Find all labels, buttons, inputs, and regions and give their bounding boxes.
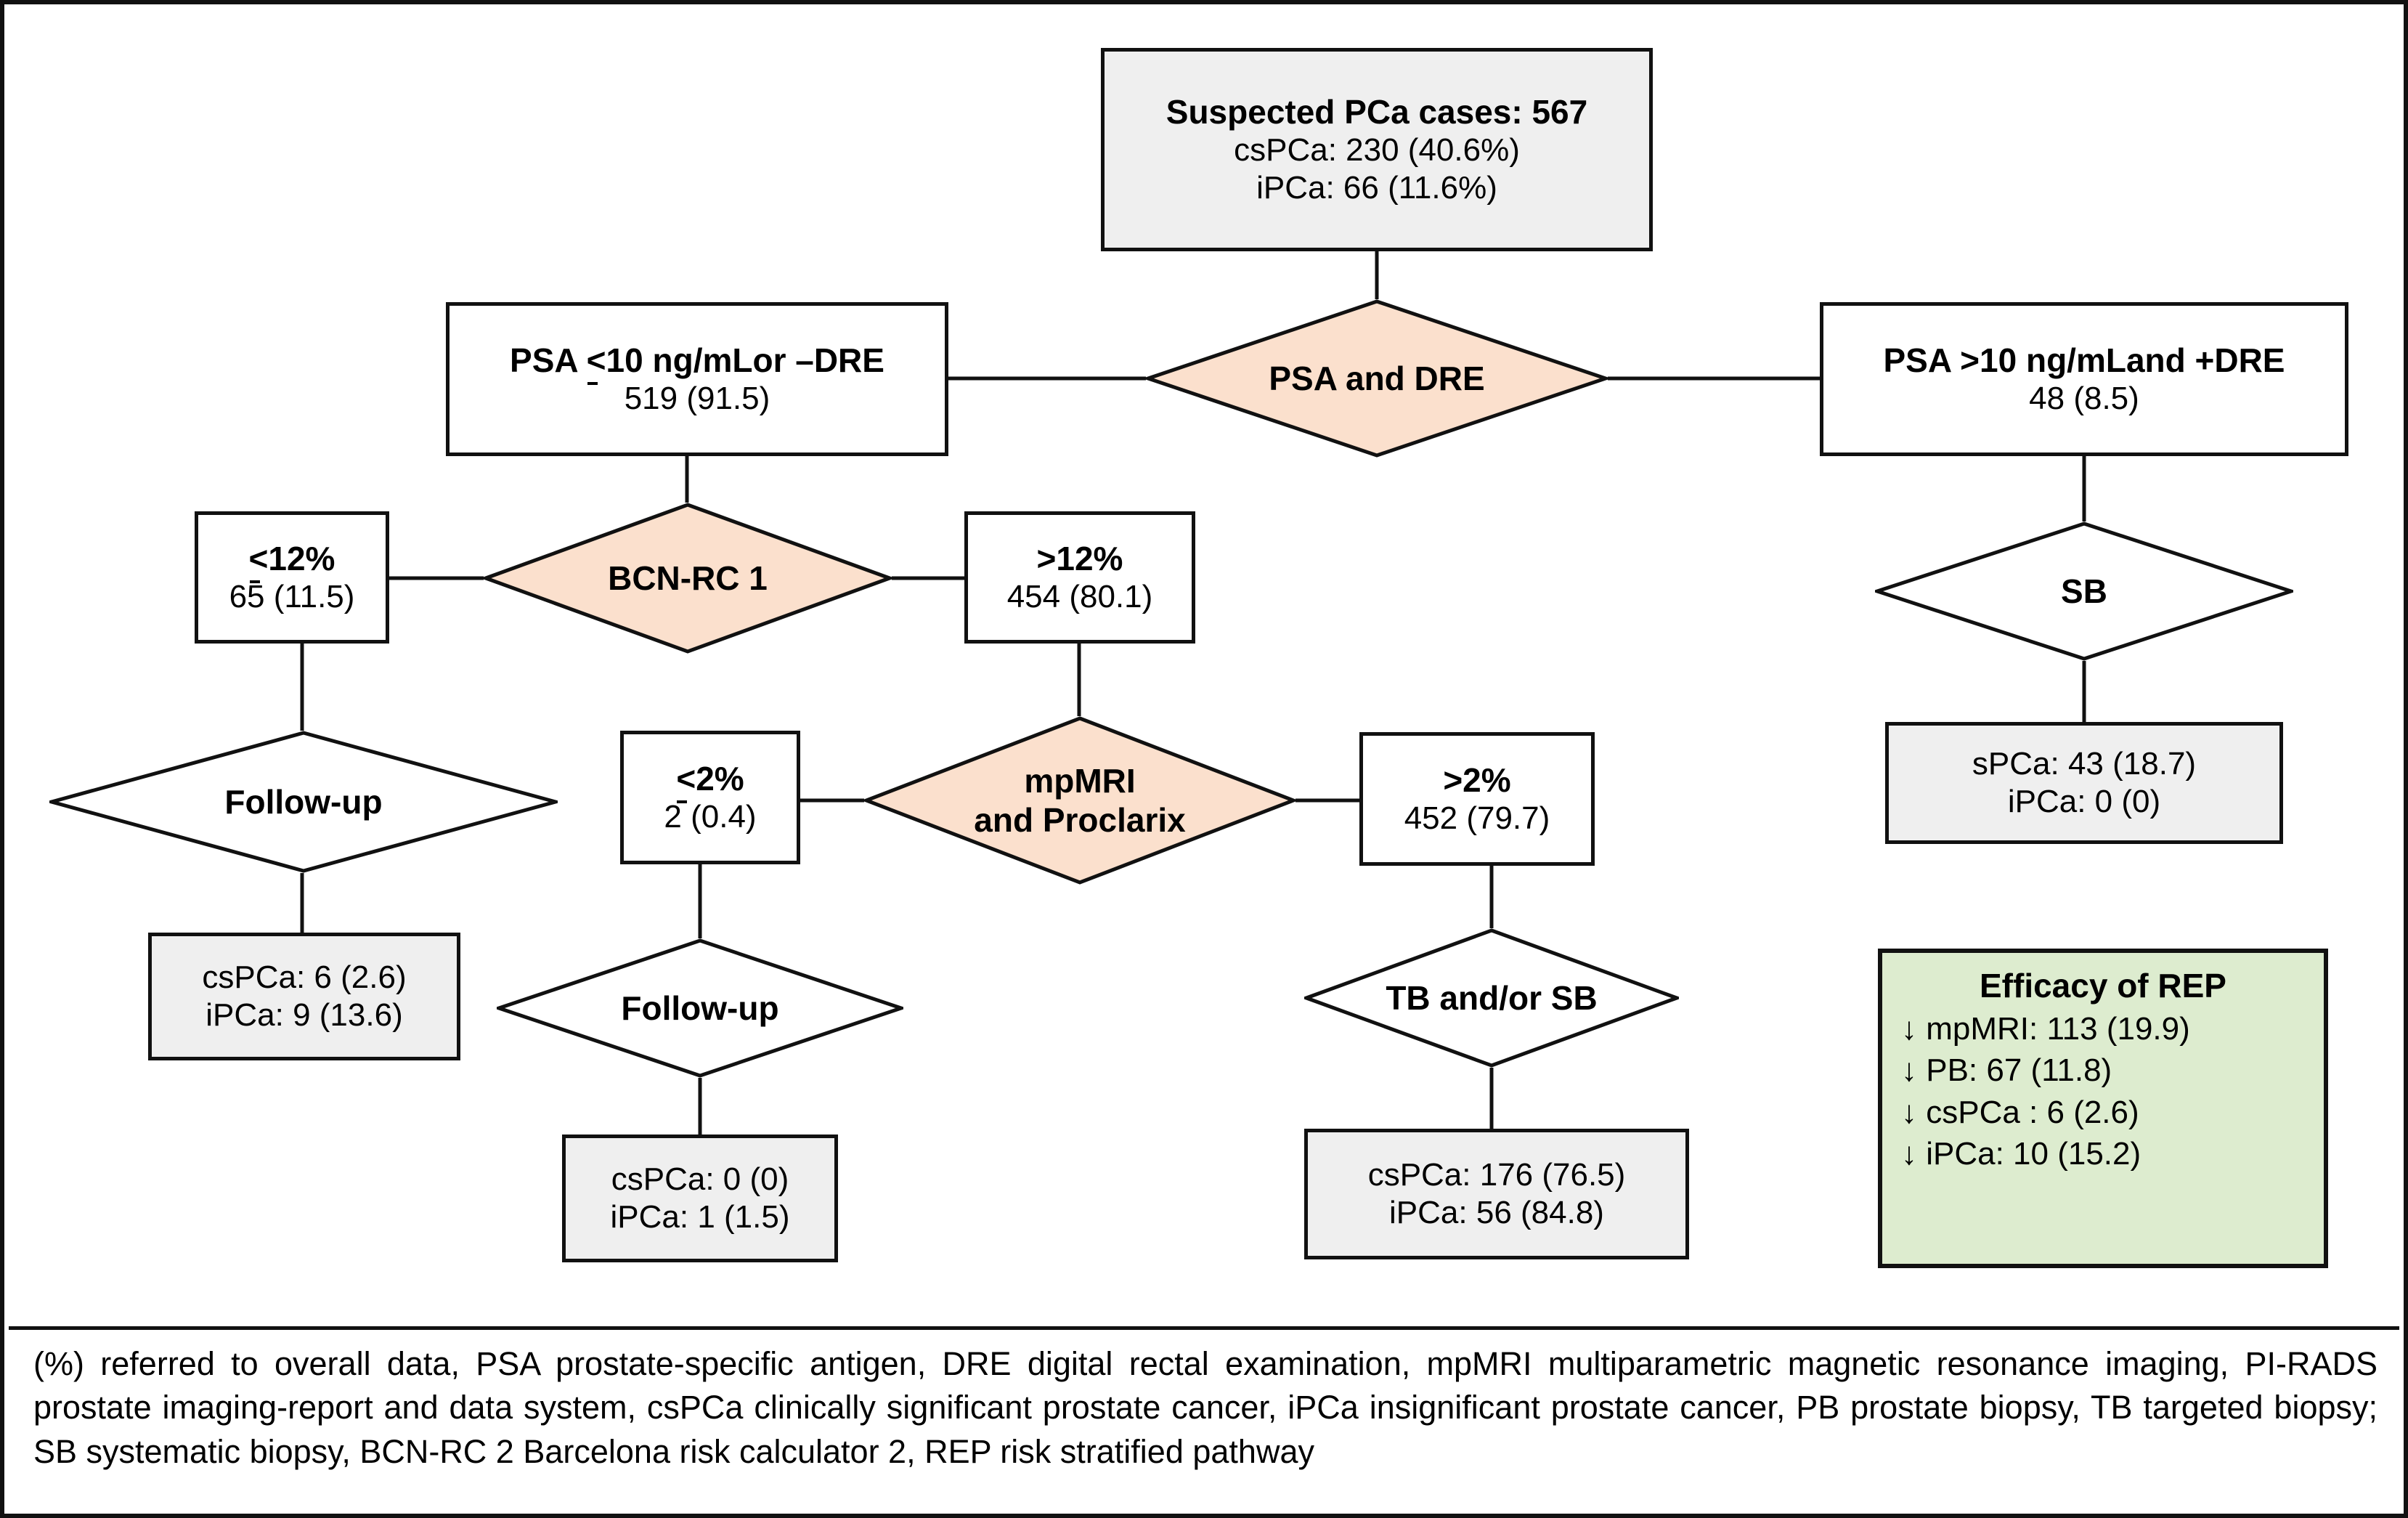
- footnote-legend: (%) referred to overall data, PSA prosta…: [33, 1345, 2378, 1470]
- followup-left-label: Follow-up: [224, 782, 383, 821]
- node-followup-left-decision: Follow-up: [49, 731, 558, 873]
- diamond-shape: [49, 731, 558, 873]
- risk-lte12-count: 65 (11.5): [229, 579, 355, 615]
- less-than-or-equal-icon: <: [248, 539, 269, 584]
- efficacy-item-cspca: ↓ csPCa : 6 (2.6): [1901, 1094, 2139, 1130]
- psa-low-prefix: PSA: [510, 341, 587, 379]
- sb-result-ipca: iPCa: 0 (0): [2007, 784, 2161, 819]
- tb-sb-ipca: iPCa: 56 (84.8): [1389, 1195, 1604, 1230]
- followup-mid-label: Follow-up: [621, 989, 779, 1027]
- tb-sb-cspca: csPCa: 176 (76.5): [1367, 1157, 1626, 1193]
- risk-gt12-threshold: >12%: [1036, 539, 1123, 577]
- less-than-or-equal-icon: <: [586, 341, 606, 386]
- node-psa-high: PSA >10 ng/mLand +DRE 48 (8.5): [1820, 302, 2348, 456]
- risk-lte12-threshold: <12%: [248, 539, 335, 584]
- node-sb-decision: SB: [1875, 521, 2293, 661]
- risk-gt2-count: 452 (79.7): [1404, 800, 1550, 837]
- suspected-cspca: csPCa: 230 (40.6%): [1234, 132, 1520, 169]
- tb-sb-label: TB and/or SB: [1386, 978, 1598, 1017]
- followup-mid-ipca: iPCa: 1 (1.5): [610, 1199, 790, 1235]
- mpmri-label-line2: and Proclarix: [974, 801, 1186, 839]
- bcn-rc1-label: BCN-RC 1: [608, 559, 768, 597]
- diamond-shape: [484, 503, 892, 654]
- risk-lte12-pct: 12%: [268, 539, 335, 577]
- efficacy-title: Efficacy of REP: [1980, 967, 2226, 1004]
- suspected-title: Suspected PCa cases: 567: [1166, 92, 1588, 131]
- node-suspected-cases: Suspected PCa cases: 567 csPCa: 230 (40.…: [1101, 48, 1653, 251]
- risk-lte2-threshold: <2%: [676, 759, 744, 804]
- diamond-shape: [864, 716, 1295, 885]
- node-followup-mid-result: csPCa: 0 (0) iPCa: 1 (1.5): [562, 1135, 838, 1262]
- psa-low-suffix: 10 ng/mLor –DRE: [606, 341, 884, 379]
- followup-left-cspca: csPCa: 6 (2.6): [202, 959, 407, 996]
- suspected-ipca: iPCa: 66 (11.6%): [1256, 170, 1497, 206]
- node-psa-low: PSA <10 ng/mLor –DRE 519 (91.5): [446, 302, 948, 456]
- risk-gt2-threshold: >2%: [1443, 760, 1511, 799]
- diamond-shape: [1875, 521, 2293, 661]
- diamond-shape: [497, 938, 903, 1078]
- risk-lte2-count: 2 (0.4): [664, 799, 757, 835]
- diamond-shape: [1146, 299, 1608, 458]
- psa-low-criterion: PSA <10 ng/mLor –DRE: [510, 341, 884, 386]
- risk-lte2-pct: 2%: [696, 759, 744, 797]
- node-risk-gt-12: >12% 454 (80.1): [964, 511, 1195, 644]
- risk-gt12-count: 454 (80.1): [1006, 579, 1153, 615]
- diamond-shape: [1304, 928, 1679, 1068]
- node-risk-lte-2: <2% 2 (0.4): [620, 731, 800, 864]
- footnote-divider: [9, 1326, 2399, 1330]
- efficacy-list: ↓ mpMRI: 113 (19.9) ↓ PB: 67 (11.8) ↓ cs…: [1882, 1008, 2324, 1174]
- connector-layer: [300, 251, 2086, 1135]
- efficacy-item-ipca: ↓ iPCa: 10 (15.2): [1901, 1135, 2141, 1172]
- node-psa-dre-decision: PSA and DRE: [1146, 299, 1608, 458]
- node-mpmri-proclarix-decision: mpMRI and Proclarix: [864, 716, 1295, 885]
- less-than-or-equal-icon: <: [676, 759, 696, 804]
- psa-low-count: 519 (91.5): [624, 381, 770, 417]
- node-sb-result: sPCa: 43 (18.7) iPCa: 0 (0): [1885, 722, 2283, 844]
- node-risk-gt-2: >2% 452 (79.7): [1359, 732, 1595, 866]
- efficacy-item-mpmri: ↓ mpMRI: 113 (19.9): [1901, 1011, 2190, 1047]
- node-risk-lte-12: <12% 65 (11.5): [195, 511, 389, 644]
- psa-dre-label: PSA and DRE: [1269, 359, 1485, 397]
- efficacy-item-pb: ↓ PB: 67 (11.8): [1901, 1052, 2112, 1089]
- psa-high-count: 48 (8.5): [2029, 381, 2139, 417]
- node-tb-sb-result: csPCa: 176 (76.5) iPCa: 56 (84.8): [1304, 1129, 1689, 1259]
- sb-label: SB: [2061, 572, 2107, 610]
- node-tb-sb-decision: TB and/or SB: [1304, 928, 1679, 1068]
- sb-result-spca: sPCa: 43 (18.7): [1972, 746, 2197, 782]
- node-followup-mid-decision: Follow-up: [497, 938, 903, 1078]
- mpmri-label-line1: mpMRI: [1024, 761, 1136, 800]
- node-followup-left-result: csPCa: 6 (2.6) iPCa: 9 (13.6): [148, 933, 460, 1060]
- followup-left-ipca: iPCa: 9 (13.6): [206, 997, 403, 1033]
- followup-mid-cspca: csPCa: 0 (0): [611, 1161, 789, 1198]
- node-bcn-rc1-decision: BCN-RC 1: [484, 503, 892, 654]
- psa-high-criterion: PSA >10 ng/mLand +DRE: [1883, 341, 2285, 379]
- node-efficacy-of-rep: Efficacy of REP ↓ mpMRI: 113 (19.9) ↓ PB…: [1878, 949, 2328, 1268]
